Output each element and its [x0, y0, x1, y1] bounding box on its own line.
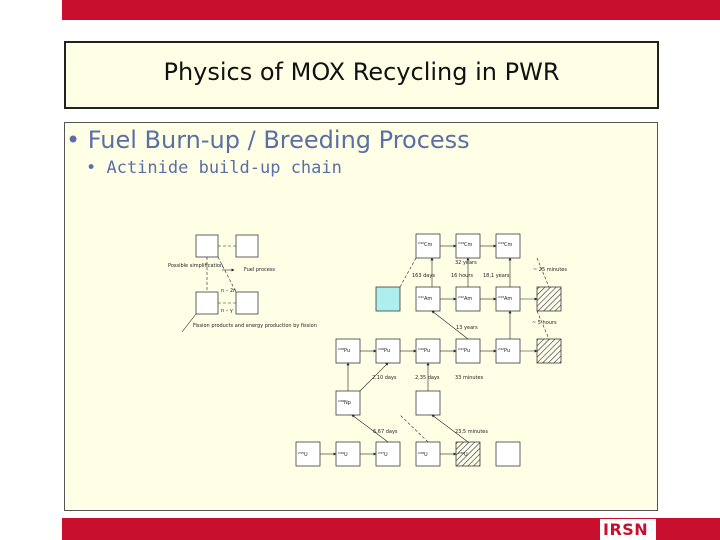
top-red-bar: [62, 0, 720, 20]
node-fissile-marker: [375, 286, 401, 312]
slide-title: Physics of MOX Recycling in PWR: [163, 58, 560, 86]
uranium-row: ²³⁵U ²³⁶U ²³⁷U ²³⁸U ²³⁹U: [295, 414, 521, 467]
logo-box: [600, 519, 656, 540]
node-am241: [415, 286, 441, 312]
bullet-actinide-chain: • Actinide build-up chain: [86, 158, 342, 178]
americium-row: ²⁴¹Am ²⁴²Am ²⁴³Am: [375, 257, 562, 312]
bottom-red-bar: [62, 518, 720, 540]
label-18-1-years: 18,1 years: [483, 273, 510, 279]
node-pu-fission: [536, 338, 562, 364]
label-33-minutes: 33 minutes: [455, 375, 484, 381]
label-2-35-days: 2,35 days: [415, 375, 440, 381]
node-np-empty: [415, 390, 441, 416]
irsn-logo: IRSN: [603, 520, 649, 539]
label-cm243: ²⁴³Cm: [458, 242, 473, 248]
legend-box-1: [195, 234, 219, 258]
neptunium-row: ²³⁹Np: [335, 362, 441, 416]
label-u237: ²³⁷U: [378, 452, 388, 458]
label-163-days: 163 days: [412, 273, 435, 279]
content-panel: [64, 122, 658, 511]
node-u236: [335, 441, 361, 467]
label-am242: ²⁴²Am: [458, 296, 472, 302]
label-am243: ²⁴³Am: [498, 296, 512, 302]
legend-n2n-label: n – 2n: [221, 288, 236, 294]
node-pu240: [415, 338, 441, 364]
label-pu242: ²⁴²Pu: [498, 348, 510, 354]
label-23-5-minutes: 23,5 minutes: [455, 429, 488, 435]
node-u237: [375, 441, 401, 467]
label-cm242: ²⁴²Cm: [418, 242, 433, 248]
label-2-10-days: 2,10 days: [372, 375, 397, 381]
legend-fuel-label: Fuel process: [244, 267, 275, 273]
legend: Possible simplification Fuel process n –…: [168, 234, 317, 333]
node-pu241: [455, 338, 481, 364]
node-am-fission: [536, 286, 562, 312]
curium-row: ²⁴²Cm ²⁴³Cm ²⁴⁴Cm: [415, 233, 521, 259]
legend-box-4: [235, 291, 259, 315]
node-am243: [495, 286, 521, 312]
label-25-minutes: ~ 25 minutes: [533, 267, 567, 273]
label-16-hours: 16 hours: [451, 273, 473, 279]
label-13-years: 13 years: [456, 325, 478, 331]
node-np239: [335, 390, 361, 416]
legend-box-2: [235, 234, 259, 258]
bullet-fuel-burnup: • Fuel Burn-up / Breeding Process: [66, 126, 470, 154]
label-np239: ²³⁹Np: [338, 400, 351, 406]
label-pu238: ²³⁸Pu: [338, 348, 350, 354]
plutonium-row: ²³⁸Pu ²³⁹Pu ²⁴⁰Pu ²⁴¹Pu ²⁴²Pu: [335, 310, 562, 364]
node-u238: [415, 441, 441, 467]
node-u239: [455, 441, 481, 467]
legend-possible-label: Possible simplification: [168, 263, 223, 269]
legend-fission-label: Fission products and energy production b…: [193, 323, 317, 329]
label-pu240: ²⁴⁰Pu: [418, 348, 430, 354]
label-u239: ²³⁹U: [458, 452, 468, 458]
legend-box-3: [195, 291, 219, 315]
label-32-years: 32 years: [455, 260, 477, 266]
label-cm244: ²⁴⁴Cm: [498, 242, 513, 248]
node-cm244: [495, 233, 521, 259]
label-pu241: ²⁴¹Pu: [458, 348, 470, 354]
half-life-labels: 163 days 32 years 16 hours 18,1 years ~ …: [372, 260, 567, 435]
legend-ngamma-label: n – γ: [221, 308, 233, 314]
label-6-67-days: 6,67 days: [373, 429, 398, 435]
label-u235: ²³⁵U: [298, 452, 308, 458]
title-box: Physics of MOX Recycling in PWR: [64, 41, 659, 109]
label-5-hours: ~ 5 hours: [532, 320, 557, 326]
node-u-empty: [495, 441, 521, 467]
label-am241: ²⁴¹Am: [418, 296, 432, 302]
label-u236: ²³⁶U: [338, 452, 348, 458]
label-u238: ²³⁸U: [418, 452, 428, 458]
label-pu239: ²³⁹Pu: [378, 348, 390, 354]
